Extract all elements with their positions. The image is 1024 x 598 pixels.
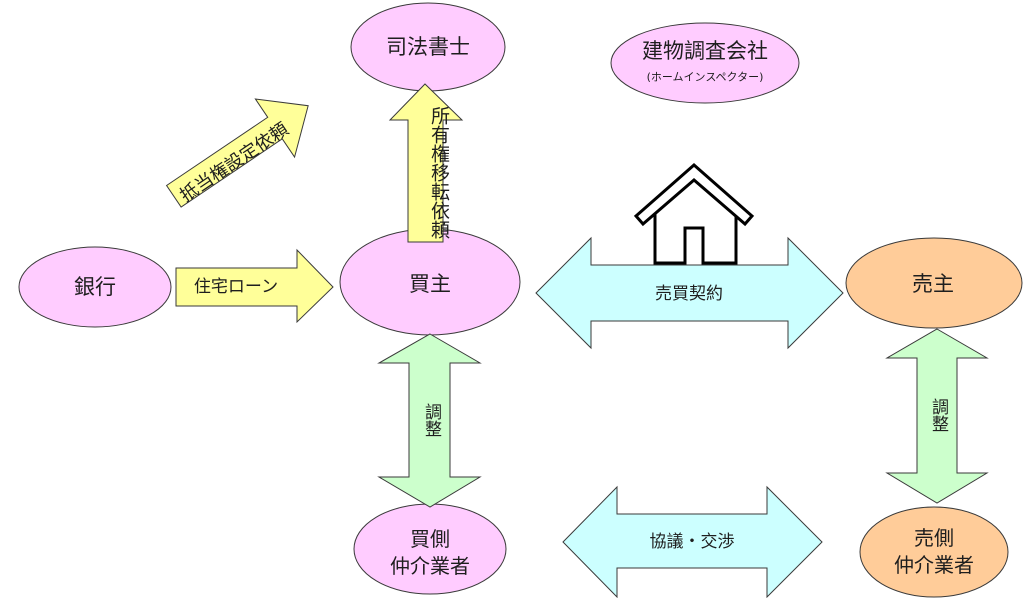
arrow-negotiation: 協議・交渉 [562, 485, 823, 598]
sales-contract-arrow-shape [535, 236, 844, 350]
seller-coordination-arrow-label: 調整 [928, 398, 948, 432]
home-loan-arrow-shape [175, 248, 334, 324]
home-inspection-company-label: 建物調査会社 [642, 39, 768, 63]
arrow-home-loan: 住宅ローン [175, 248, 334, 324]
arrow-sales-contract: 売買契約 [535, 236, 844, 350]
node-judicial-scrivener: 司法書士 [350, 2, 506, 92]
node-home-inspection-company: 建物調査会社 (ホームインスペクター) [610, 22, 800, 104]
seller-ellipse [845, 237, 1023, 329]
sales-contract-arrow-label: 売買契約 [655, 284, 723, 304]
arrow-seller-coordination [885, 328, 989, 504]
house-icon [633, 163, 755, 265]
node-buyer-agent: 買側 仲介業者 [353, 503, 507, 595]
ownership-transfer-arrow-label: 所有権移転依頼 [428, 106, 450, 239]
house-walls [653, 213, 738, 265]
house-roof [633, 163, 755, 227]
node-buyer: 買主 [339, 228, 521, 336]
mortgage-request-arrow-label: 抵当権設定依頼 [176, 119, 292, 207]
arrow-mortgage-registration-request: 抵当権設定依頼 [165, 98, 309, 208]
home-inspection-company-ellipse [610, 22, 800, 104]
home-loan-arrow-label: 住宅ローン [194, 277, 278, 297]
seller-coordination-arrow-shape [885, 328, 989, 504]
seller-agent-label-line-2: 仲介業者 [894, 553, 974, 577]
buyer-coordination-arrow-shape [377, 333, 482, 508]
bank-label: 銀行 [74, 275, 116, 299]
buyer-agent-label-line-1: 買側 [410, 527, 450, 551]
buyer-label: 買主 [409, 272, 451, 296]
buyer-agent-label-line-2: 仲介業者 [390, 554, 470, 578]
negotiation-arrow-shape [562, 485, 823, 598]
home-inspection-company-sublabel: (ホームインスペクター) [647, 71, 764, 84]
mortgage-request-arrow-shape [165, 98, 309, 208]
node-bank: 銀行 [18, 246, 172, 328]
bank-ellipse [18, 246, 172, 328]
arrow-buyer-coordination [377, 333, 482, 508]
seller-agent-ellipse [859, 506, 1009, 598]
node-seller-agent: 売側 仲介業者 [859, 506, 1009, 598]
seller-agent-label-line-1: 売側 [914, 526, 954, 550]
judicial-scrivener-label: 司法書士 [386, 35, 470, 59]
arrow-ownership-transfer-request [388, 83, 464, 243]
seller-label: 売主 [912, 272, 954, 296]
ownership-transfer-arrow-shape [388, 83, 464, 243]
buyer-coordination-arrow-label: 調整 [421, 403, 441, 437]
negotiation-arrow-label: 協議・交渉 [650, 532, 735, 552]
node-seller: 売主 [845, 237, 1023, 329]
